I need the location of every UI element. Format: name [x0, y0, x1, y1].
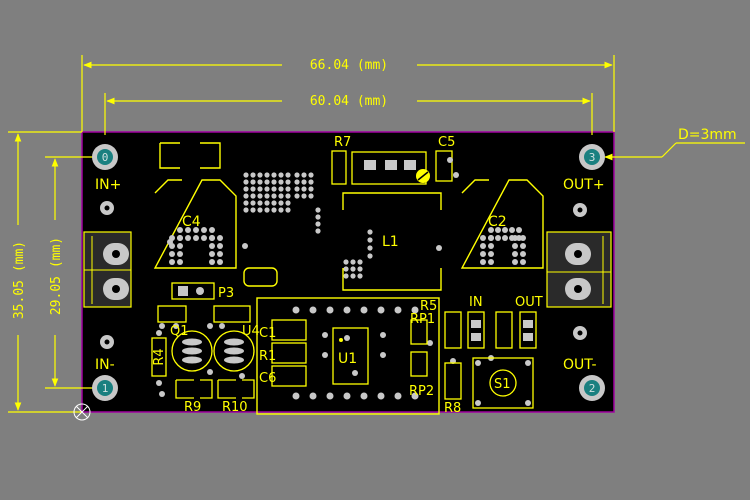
c6-label: C6	[259, 371, 276, 386]
svg-text:3: 3	[589, 151, 596, 164]
capacitor-c2: C2	[460, 179, 544, 269]
svg-text:C2: C2	[488, 214, 507, 230]
r5-label: R5	[420, 299, 437, 314]
resistor-r8	[444, 362, 462, 400]
jumper-p3: P3	[171, 282, 234, 301]
mounting-hole-3: 3	[579, 144, 605, 170]
transistor-area	[151, 305, 255, 377]
u4-label: U4	[242, 324, 260, 339]
svg-text:1: 1	[102, 382, 109, 395]
svg-text:0: 0	[102, 151, 109, 164]
hole-diameter-label: D=3mm	[678, 127, 737, 143]
pcb-board	[81, 131, 615, 413]
mounting-hole-0: 0	[92, 144, 118, 170]
height-inner-label: 29.05 (mm)	[49, 237, 64, 315]
width-outer-label: 66.04 (mm)	[310, 58, 388, 73]
control-module-outline	[256, 297, 440, 415]
transistor-pads	[156, 323, 245, 397]
potentiometer-header	[351, 151, 430, 185]
in-minus-label: IN-	[95, 357, 115, 373]
module-passives	[271, 319, 428, 387]
output-terminal-block	[546, 231, 612, 308]
width-inner-label: 60.04 (mm)	[310, 94, 388, 109]
led-out-label: OUT	[515, 295, 543, 310]
svg-text:U1: U1	[338, 351, 357, 367]
c1-label: C1	[259, 326, 276, 341]
svg-text:L1: L1	[382, 234, 399, 250]
svg-text:C4: C4	[182, 214, 201, 230]
capacitor-c4: C4	[153, 179, 237, 269]
out-minus-label: OUT-	[563, 357, 597, 373]
mounting-hole-2: 2	[579, 375, 605, 401]
svg-text:2: 2	[589, 382, 596, 395]
misc-vias	[167, 157, 459, 251]
in-pads	[100, 201, 114, 349]
resistors-r9-r10	[175, 379, 255, 399]
origin-marker	[73, 403, 91, 421]
control-module-pads	[292, 306, 433, 400]
capacitor-c5	[435, 150, 453, 182]
height-outer-label: 35.05 (mm)	[12, 241, 27, 319]
led-indicators	[444, 311, 537, 349]
inductor-l1: L1	[342, 192, 442, 291]
via-field	[243, 172, 373, 279]
hole-diameter-leader	[604, 142, 745, 161]
input-terminal-block	[83, 231, 132, 308]
in-plus-label: IN+	[95, 177, 121, 193]
r7-label: R7	[334, 135, 351, 150]
resistor-r7	[331, 150, 347, 185]
ic-u1: U1	[332, 327, 369, 385]
c5-label: C5	[438, 135, 455, 150]
r8-label: R8	[444, 401, 461, 416]
smd-component-topleft	[159, 142, 221, 169]
rp2-label: RP2	[409, 384, 434, 399]
svg-text:P3: P3	[218, 286, 234, 301]
smd-rounded-component	[243, 267, 278, 287]
led-in-label: IN	[469, 295, 483, 310]
switch-s1: S1	[472, 357, 534, 409]
mounting-hole-1: 1	[92, 375, 118, 401]
r4-label: R4	[152, 348, 167, 365]
r1-label: R1	[259, 349, 276, 364]
rp1-label: RP1	[410, 312, 435, 327]
r10-label: R10	[222, 400, 248, 415]
svg-text:S1: S1	[494, 377, 511, 392]
out-pads	[573, 203, 587, 340]
q1-label: Q1	[170, 324, 189, 339]
out-plus-label: OUT+	[563, 177, 605, 193]
r9-label: R9	[184, 400, 201, 415]
